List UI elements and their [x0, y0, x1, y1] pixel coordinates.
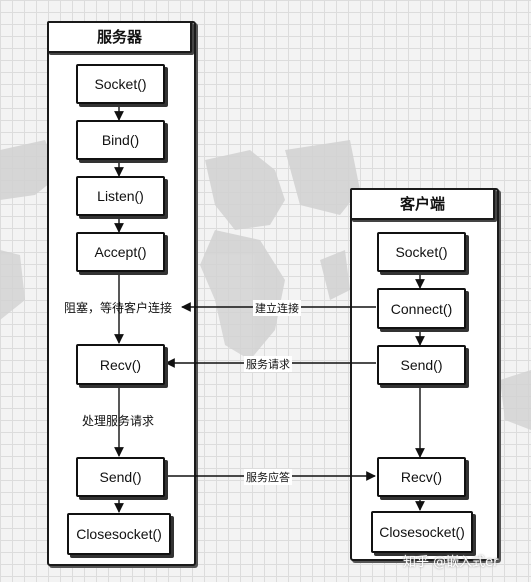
- server-send-box: Send(): [76, 457, 165, 497]
- client-send-box: Send(): [377, 345, 466, 385]
- processing-note: 处理服务请求: [82, 414, 155, 428]
- watermark: 知乎 @嵌入式er: [403, 555, 499, 570]
- server-socket-box: Socket(): [76, 64, 165, 104]
- server-accept-box: Accept(): [76, 232, 165, 272]
- server-title: 服务器: [47, 21, 192, 53]
- response-link-label: 服务应答: [244, 469, 292, 485]
- server-bind-box: Bind(): [76, 120, 165, 160]
- request-link-label: 服务请求: [244, 356, 292, 372]
- blocking-note: 阻塞，等待客户连接: [64, 301, 173, 315]
- server-listen-box: Listen(): [76, 176, 165, 216]
- client-recv-box: Recv(): [377, 457, 466, 497]
- client-connect-box: Connect(): [377, 288, 466, 329]
- connect-link-label: 建立连接: [253, 300, 301, 316]
- client-closesocket-box: Closesocket(): [371, 511, 473, 553]
- server-recv-box: Recv(): [76, 344, 165, 385]
- client-title: 客户端: [350, 188, 495, 220]
- client-socket-box: Socket(): [377, 232, 466, 272]
- server-closesocket-box: Closesocket(): [67, 513, 171, 555]
